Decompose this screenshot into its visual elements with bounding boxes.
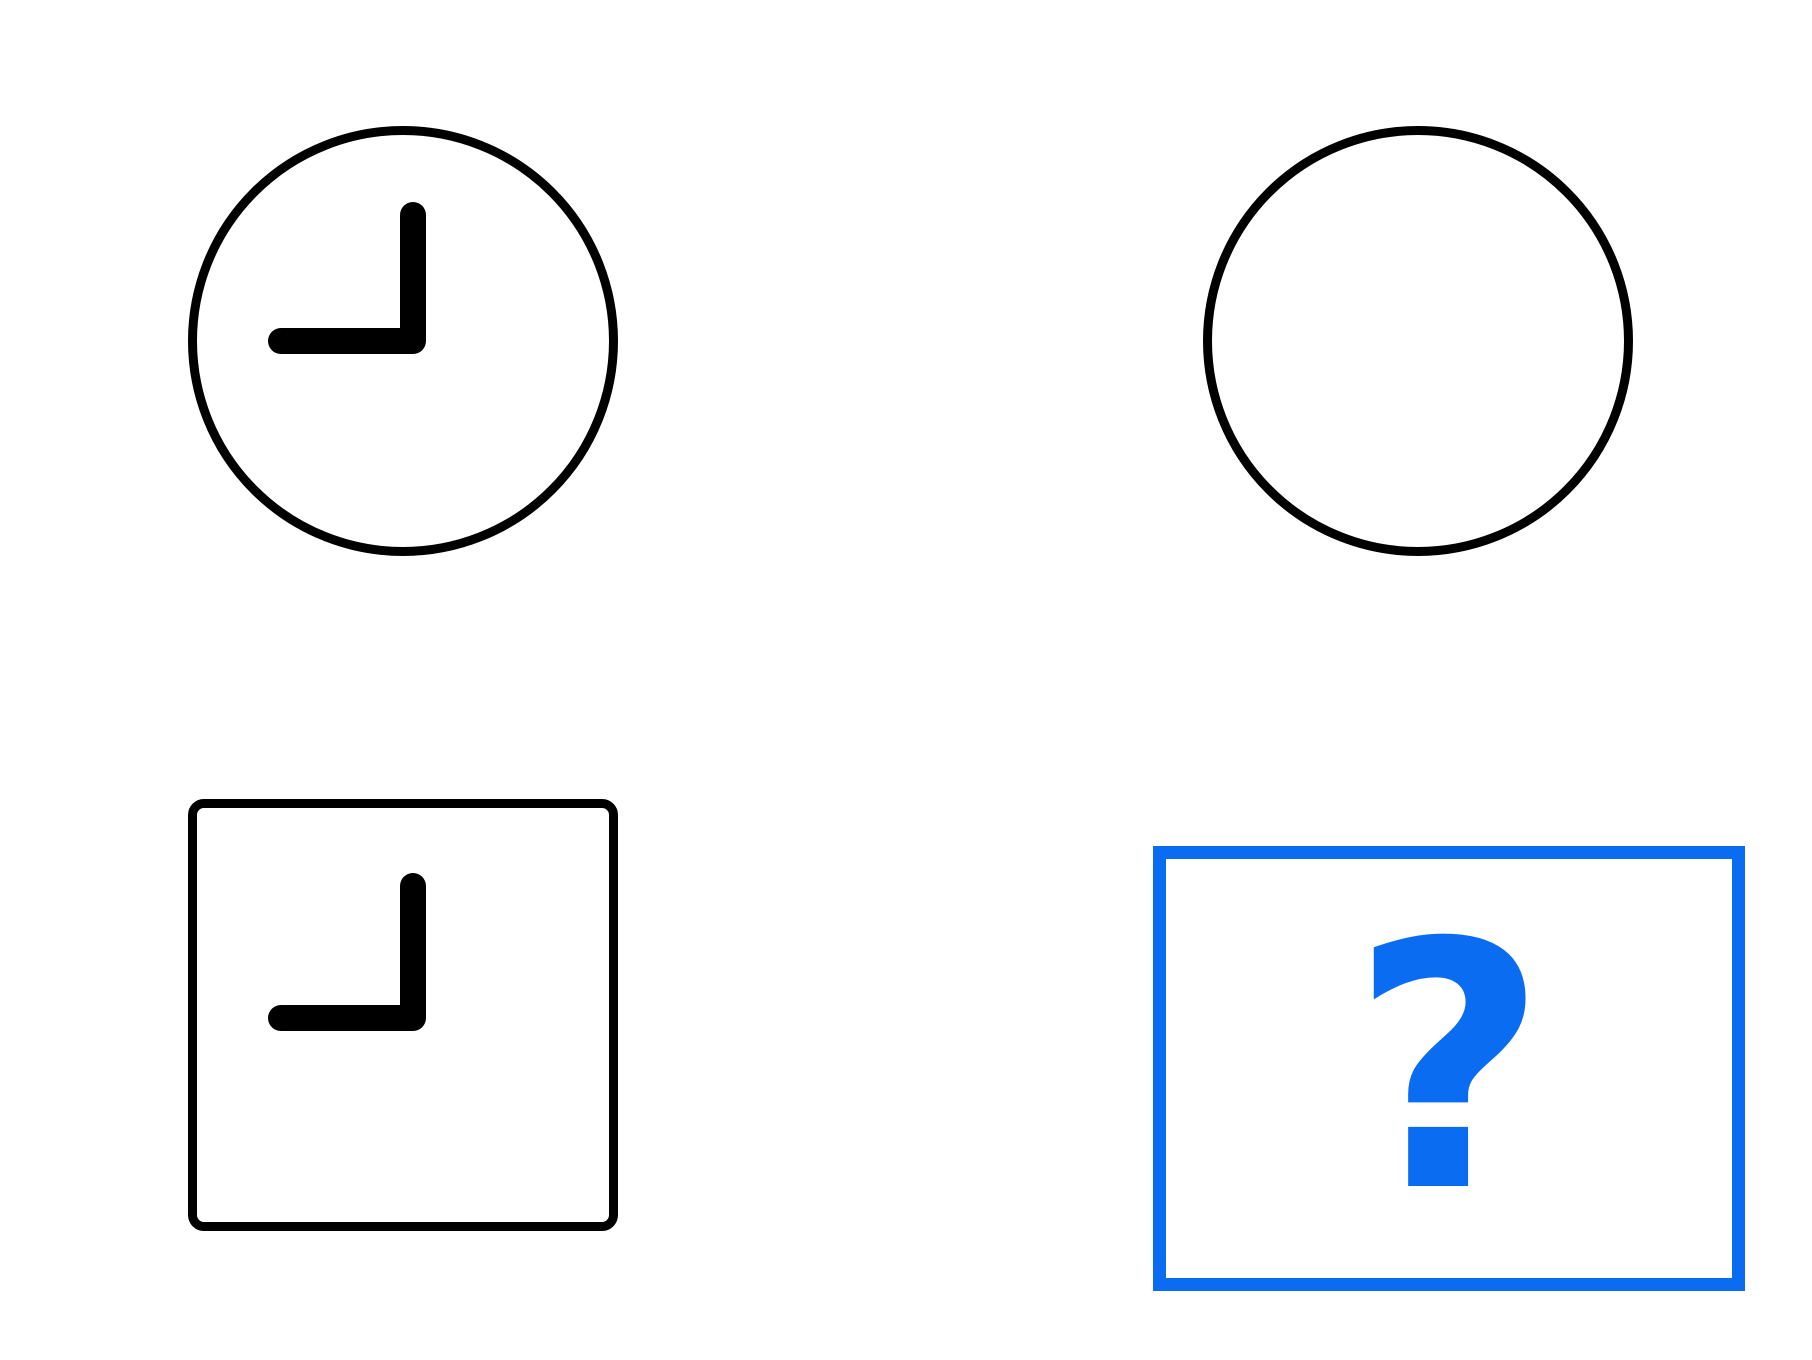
clock-hands-icon xyxy=(268,873,426,1031)
answer-box[interactable]: ? xyxy=(1153,846,1745,1291)
square-with-clock-hands xyxy=(188,799,618,1231)
circle-with-clock-hands xyxy=(188,126,618,556)
question-mark-icon: ? xyxy=(1350,870,1548,1267)
empty-circle xyxy=(1203,126,1633,556)
clock-hands-icon xyxy=(268,202,426,354)
